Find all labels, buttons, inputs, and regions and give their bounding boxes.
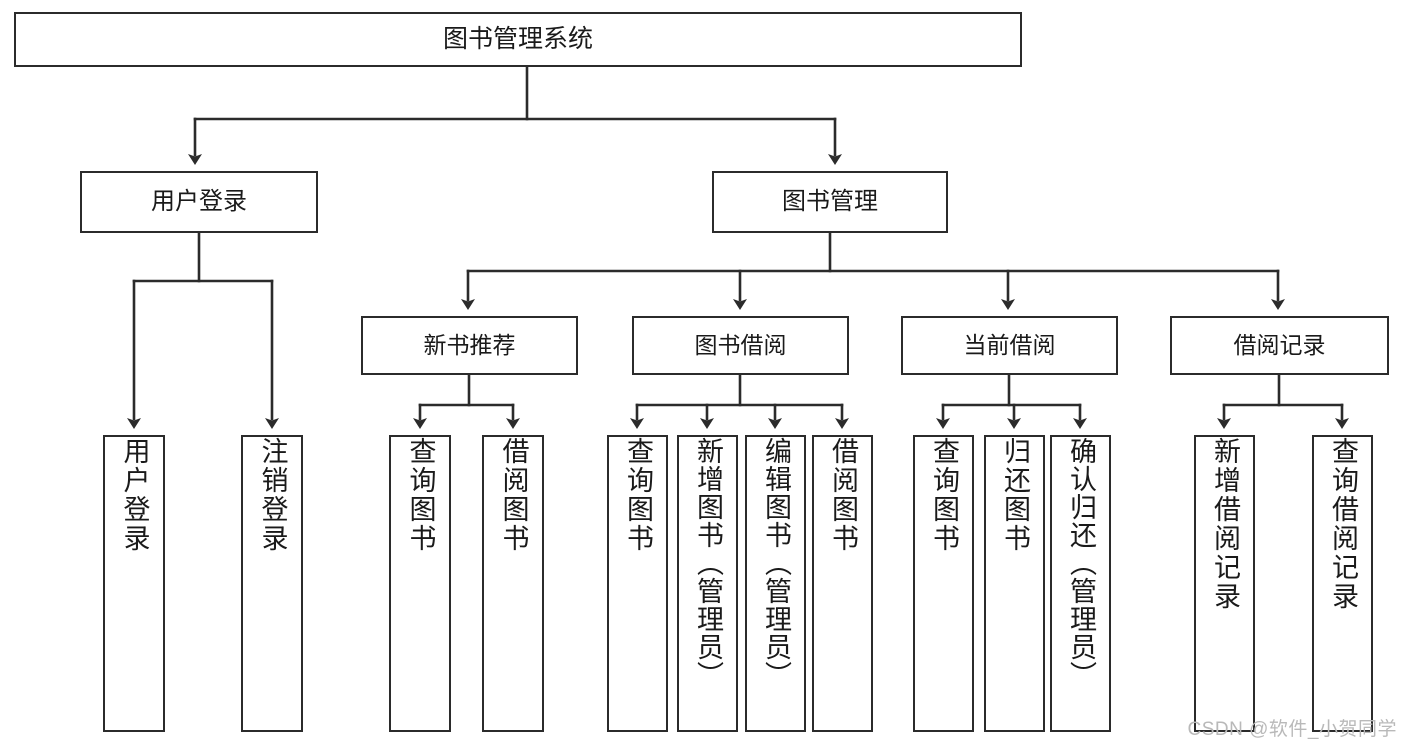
leaf-query-borrow-record[interactable]: 查询借阅记录 [1312,435,1373,732]
node-user-login-label: 用户登录 [151,187,247,215]
node-book-management-label: 图书管理 [782,187,878,215]
node-current-borrow-label: 当前借阅 [963,331,1056,358]
leaf-borrow-book-rec[interactable]: 借阅图书 [482,435,544,732]
leaf-return-book-label: 归还图书 [1000,437,1030,553]
leaf-add-borrow-record[interactable]: 新增借阅记录 [1194,435,1255,732]
leaf-query-borrow-record-label: 查询借阅记录 [1328,437,1358,611]
leaf-query-book-borrow-label: 查询图书 [623,437,653,553]
leaf-borrow-book[interactable]: 借阅图书 [812,435,873,732]
leaf-logout[interactable]: 注销登录 [241,435,303,732]
node-book-borrow-label: 图书借阅 [694,331,787,358]
node-current-borrow[interactable]: 当前借阅 [901,316,1118,375]
leaf-borrow-book-rec-label: 借阅图书 [498,437,529,553]
node-borrow-record[interactable]: 借阅记录 [1170,316,1389,375]
leaf-edit-book-admin-label: 编辑图书（管理员） [761,437,791,689]
node-new-book-recommend-label: 新书推荐 [423,331,516,358]
node-new-book-recommend[interactable]: 新书推荐 [361,316,578,375]
node-book-borrow[interactable]: 图书借阅 [632,316,849,375]
leaf-confirm-return-admin-label: 确认归还（管理员） [1066,437,1096,689]
csdn-watermark: CSDN @软件_小贺同学 [1187,719,1397,740]
leaf-add-borrow-record-label: 新增借阅记录 [1210,437,1240,611]
node-root[interactable]: 图书管理系统 [14,12,1022,67]
node-root-label: 图书管理系统 [442,24,593,53]
leaf-confirm-return-admin[interactable]: 确认归还（管理员） [1050,435,1111,732]
leaf-return-book[interactable]: 归还图书 [984,435,1045,732]
node-user-login[interactable]: 用户登录 [80,171,318,233]
leaf-add-book-admin-label: 新增图书（管理员） [693,437,723,689]
leaf-query-book-rec-label: 查询图书 [405,437,436,553]
leaf-borrow-book-label: 借阅图书 [828,437,858,553]
leaf-add-book-admin[interactable]: 新增图书（管理员） [677,435,738,732]
leaf-query-book-rec[interactable]: 查询图书 [389,435,451,732]
leaf-user-login[interactable]: 用户登录 [103,435,165,732]
leaf-edit-book-admin[interactable]: 编辑图书（管理员） [745,435,806,732]
leaf-query-book-borrow[interactable]: 查询图书 [607,435,668,732]
leaf-user-login-label: 用户登录 [119,437,150,553]
leaf-query-book-current-label: 查询图书 [929,437,959,553]
leaf-query-book-current[interactable]: 查询图书 [913,435,974,732]
leaf-logout-label: 注销登录 [257,437,288,553]
node-book-management[interactable]: 图书管理 [712,171,948,233]
node-borrow-record-label: 借阅记录 [1233,331,1326,358]
